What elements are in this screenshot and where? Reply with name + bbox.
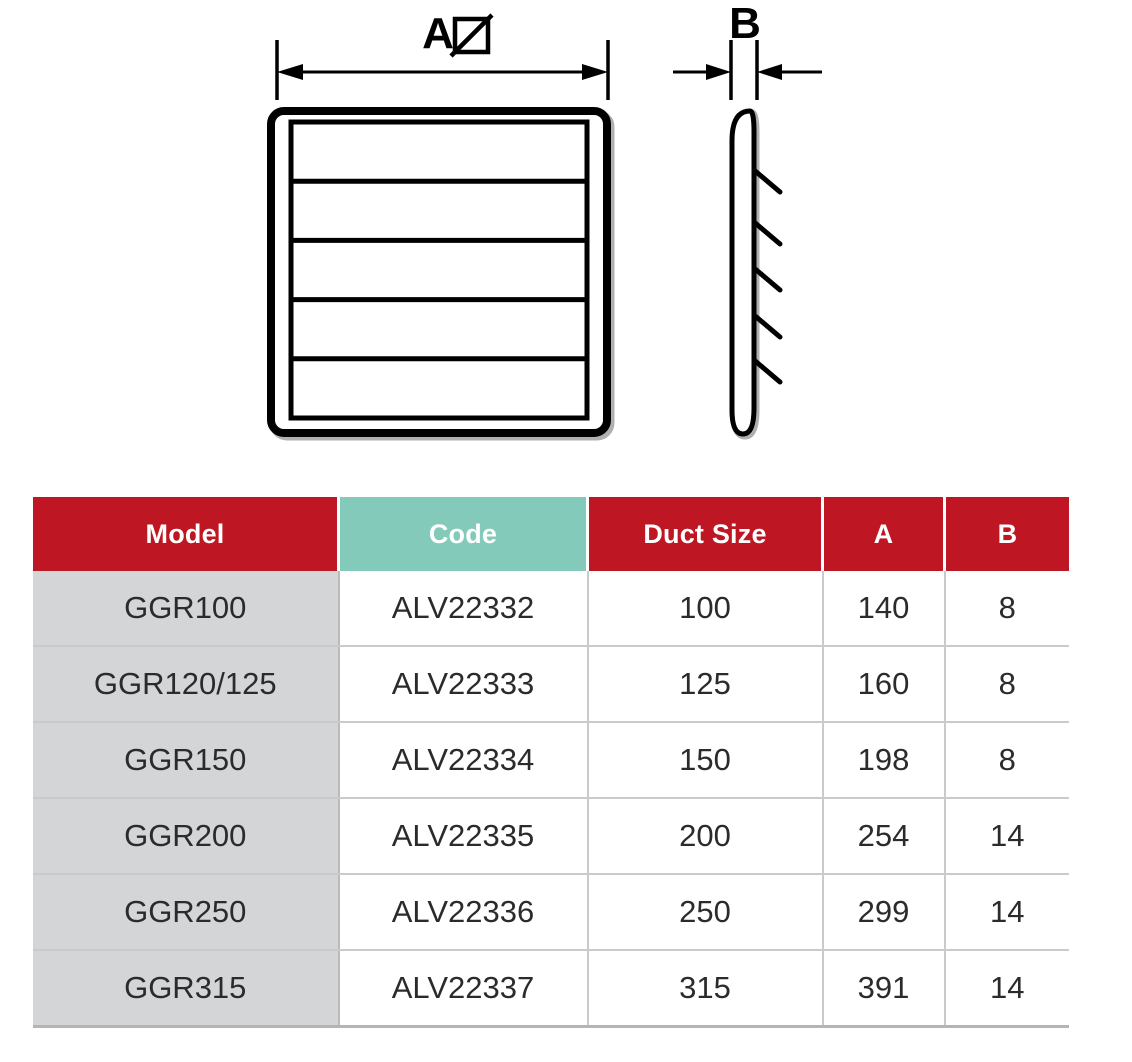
cell-duct_size: 125	[587, 646, 824, 723]
column-header-code: Code	[338, 497, 589, 571]
cell-model: GGR100	[33, 571, 340, 647]
table-header: Model Code Duct Size A B	[33, 497, 1069, 571]
square-section-icon	[449, 13, 494, 58]
table-header-row: Model Code Duct Size A B	[33, 497, 1069, 571]
cell-duct_size: 200	[587, 798, 824, 875]
column-header-a: A	[822, 497, 946, 571]
cell-a: 160	[822, 646, 946, 723]
dimension-a-lines	[275, 40, 610, 100]
arrow-right-icon	[582, 64, 608, 80]
grille-drawing-svg: A B	[267, 0, 822, 441]
cell-model: GGR315	[33, 950, 340, 1028]
cell-duct_size: 100	[587, 571, 824, 647]
cell-b: 8	[944, 722, 1069, 799]
cell-a: 299	[822, 874, 946, 951]
column-header-model: Model	[33, 497, 340, 571]
arrow-inward-left-icon	[757, 64, 782, 80]
technical-drawing-panel: A B	[0, 0, 1132, 480]
cell-code: ALV22333	[338, 646, 589, 723]
column-header-b: B	[944, 497, 1069, 571]
dimension-a-label-group: A	[422, 9, 494, 58]
cell-model: GGR200	[33, 798, 340, 875]
front-view-slat-dividers	[291, 178, 587, 362]
cell-b: 14	[944, 798, 1069, 875]
arrow-left-icon	[277, 64, 303, 80]
cell-b: 14	[944, 950, 1069, 1028]
cell-a: 140	[822, 571, 946, 647]
cell-model: GGR150	[33, 722, 340, 799]
cell-b: 8	[944, 571, 1069, 647]
cell-duct_size: 315	[587, 950, 824, 1028]
cell-a: 391	[822, 950, 946, 1028]
cell-code: ALV22336	[338, 874, 589, 951]
cell-duct_size: 250	[587, 874, 824, 951]
cell-code: ALV22332	[338, 571, 589, 647]
cell-model: GGR250	[33, 874, 340, 951]
cell-code: ALV22334	[338, 722, 589, 799]
side-view-louver-fins	[751, 167, 783, 385]
front-view	[267, 107, 615, 441]
cell-b: 8	[944, 646, 1069, 723]
cell-model: GGR120/125	[33, 646, 340, 723]
column-header-duct-size: Duct Size	[587, 497, 824, 571]
dimension-b-lines	[673, 40, 822, 100]
side-view-body	[729, 108, 757, 437]
cell-a: 254	[822, 798, 946, 875]
cell-a: 198	[822, 722, 946, 799]
cell-code: ALV22335	[338, 798, 589, 875]
dimension-a-label: A	[422, 9, 454, 58]
arrow-inward-right-icon	[706, 64, 731, 80]
cell-b: 14	[944, 874, 1069, 951]
cell-duct_size: 150	[587, 722, 824, 799]
front-view-louver-block	[288, 119, 590, 421]
cell-code: ALV22337	[338, 950, 589, 1028]
side-view	[729, 108, 783, 440]
